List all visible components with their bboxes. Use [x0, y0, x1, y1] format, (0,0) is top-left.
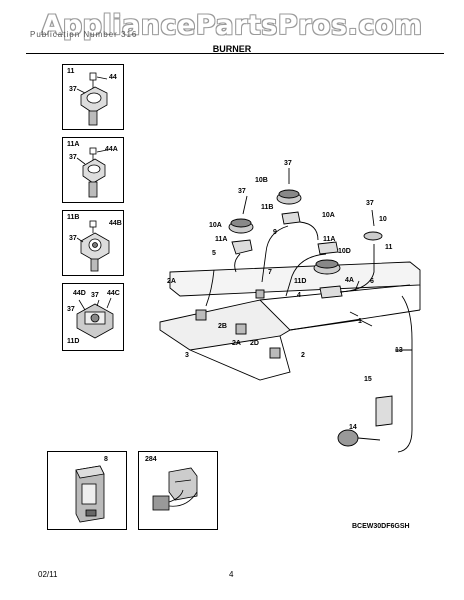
wire-harness-illustration	[152, 467, 198, 511]
inset-label: 11	[67, 68, 75, 75]
callout-10b: 10B	[255, 177, 268, 184]
callout-11a: 11A	[323, 236, 336, 243]
footer-page-number: 4	[229, 570, 234, 579]
callout-37: 37	[238, 188, 246, 195]
header-rule	[26, 53, 444, 54]
burner-valve-illustration	[76, 297, 114, 339]
callout-label: 37	[69, 86, 77, 93]
callout-2d: 2D	[250, 340, 259, 347]
callout-11a: 11A	[215, 236, 228, 243]
burner-valve-illustration	[76, 220, 110, 272]
callout-15: 15	[364, 376, 372, 383]
spark-module-illustration	[75, 465, 105, 523]
callout-10a: 10A	[209, 222, 222, 229]
callout-4: 4	[297, 292, 301, 299]
model-code: BCEW30DF6GSH	[352, 523, 410, 530]
inset-label: 11B	[67, 214, 80, 221]
inset-panel-11: 11 44 37	[62, 64, 124, 130]
watermark: AppliancePartsPros.com	[41, 10, 423, 41]
callout-6: 6	[370, 278, 374, 285]
callout-10a: 10A	[322, 212, 335, 219]
inset-panel-284: 284	[138, 451, 218, 530]
callout-2b: 2B	[218, 323, 227, 330]
inset-panel-11d: 11D 44D 37 44C 37	[62, 283, 124, 351]
callout-13: 13	[395, 347, 403, 354]
callout-2: 2	[301, 352, 305, 359]
callout-11: 11	[385, 244, 393, 251]
inset-panel-11a: 11A 44A 37	[62, 137, 124, 203]
callout-9: 9	[273, 229, 277, 236]
callout-5: 5	[212, 250, 216, 257]
callout-label: 37	[67, 306, 75, 313]
burner-valve-illustration	[76, 72, 108, 126]
callout-11b: 11B	[261, 204, 274, 211]
section-title: BURNER	[212, 44, 252, 54]
inset-label: 11D	[67, 338, 80, 345]
burner-valve-illustration	[76, 147, 108, 198]
callout-label: 37	[91, 292, 99, 299]
callout-10: 10	[379, 216, 387, 223]
inset-label: 11A	[67, 141, 80, 148]
callout-3: 3	[185, 352, 189, 359]
inset-label: 284	[145, 456, 157, 463]
publication-header: Publication Number 316	[30, 30, 138, 39]
callout-10d: 10D	[338, 248, 351, 255]
footer-date: 02/11	[38, 570, 58, 579]
callout-11d: 11D	[294, 278, 307, 285]
callout-label: 37	[69, 235, 77, 242]
callout-label: 44C	[107, 290, 120, 297]
inset-panel-8: 8	[47, 451, 127, 530]
callout-2a: 2A	[232, 340, 241, 347]
callout-label: 44A	[105, 146, 118, 153]
callout-7: 7	[268, 269, 272, 276]
callout-2a: 2A	[167, 278, 176, 285]
callout-14: 14	[349, 424, 357, 431]
callout-37: 37	[284, 160, 292, 167]
callout-1: 1	[358, 318, 362, 325]
inset-label: 8	[104, 456, 108, 463]
callout-label: 37	[69, 154, 77, 161]
callout-37: 37	[366, 200, 374, 207]
callout-4a: 4A	[345, 277, 354, 284]
callout-label: 44B	[109, 220, 122, 227]
inset-panel-11b: 11B 44B 37	[62, 210, 124, 276]
callout-label: 44	[109, 74, 117, 81]
callout-label: 44D	[73, 290, 86, 297]
